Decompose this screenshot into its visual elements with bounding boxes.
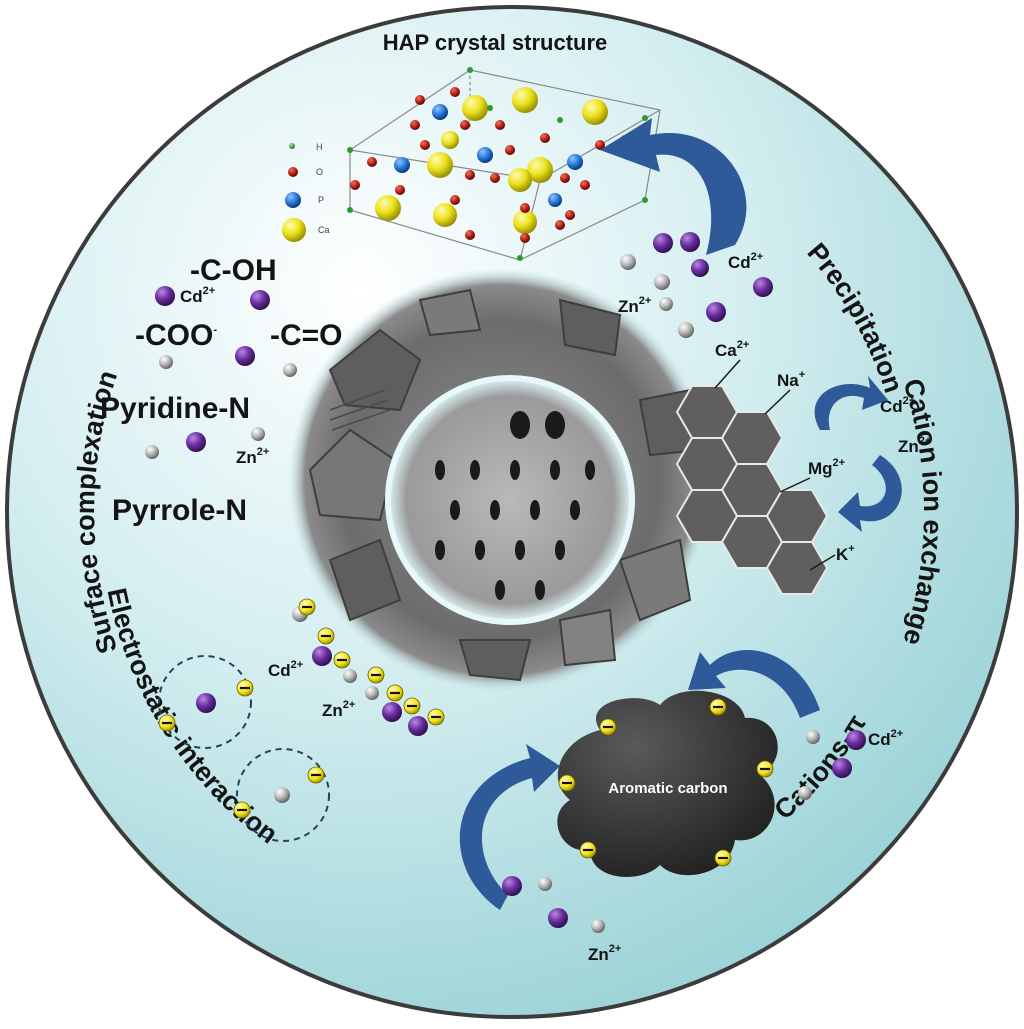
ion-cd-electro: Cd2+ <box>268 659 303 680</box>
ion-cd-precip: Cd2+ <box>728 251 763 272</box>
ion-cd-surface: Cd2+ <box>180 285 215 306</box>
calcium-atom <box>282 218 306 242</box>
surface-ions <box>145 286 297 459</box>
group-pyridine-n: Pyridine-N <box>100 392 250 425</box>
cation-pi-arrow-bottom <box>459 744 560 910</box>
ion-k: K+ <box>836 543 855 564</box>
ion-na: Na+ <box>777 369 805 390</box>
phosphorus-atom <box>285 192 301 208</box>
ion-zn-surface: Zn2+ <box>236 446 269 467</box>
ion-ca: Ca2+ <box>715 339 749 360</box>
legend-o: O <box>316 167 323 177</box>
negative-charges <box>158 598 445 819</box>
cation-pi-arrow-top <box>688 650 820 718</box>
sem-image <box>288 268 712 692</box>
cation-pi-ions <box>502 730 866 933</box>
group-c-eq-o: -C=O <box>270 319 343 352</box>
legend-h: H <box>316 142 323 152</box>
legend-p: P <box>318 195 324 205</box>
oxygen-atom <box>288 167 298 177</box>
precipitation-ions <box>620 232 773 338</box>
legend-ca: Ca <box>318 225 330 235</box>
precipitation-arrow <box>600 118 747 255</box>
group-pyrrole-n: Pyrrole-N <box>112 494 247 527</box>
mineral-hexagons <box>675 385 829 595</box>
ion-zn-pi: Zn2+ <box>588 943 621 964</box>
hap-title: HAP crystal structure <box>383 30 608 55</box>
pores <box>435 411 595 600</box>
hydrogen-atom <box>289 143 295 149</box>
ion-mg: Mg2+ <box>808 457 845 478</box>
carbon-negative-charges <box>558 698 774 867</box>
aromatic-carbon-cloud <box>557 690 778 877</box>
aromatic-carbon-label: Aromatic carbon <box>608 780 727 797</box>
group-coo: -COO- <box>135 319 217 352</box>
ion-zn-precip: Zn2+ <box>618 295 651 316</box>
ion-zn-exchange: Zn2+ <box>898 435 931 456</box>
ion-zn-electro: Zn2+ <box>322 699 355 720</box>
atom-legend: H O P Ca <box>282 142 330 242</box>
inner-pore-view <box>385 375 635 625</box>
exchange-arrow-out <box>814 376 888 430</box>
group-c-oh: -C-OH <box>190 254 277 287</box>
exchange-arrow-in <box>838 455 902 532</box>
ion-cd-pi: Cd2+ <box>868 728 903 749</box>
exchange-leader-lines <box>714 359 836 571</box>
ion-cd-exchange: Cd2+ <box>880 395 915 416</box>
